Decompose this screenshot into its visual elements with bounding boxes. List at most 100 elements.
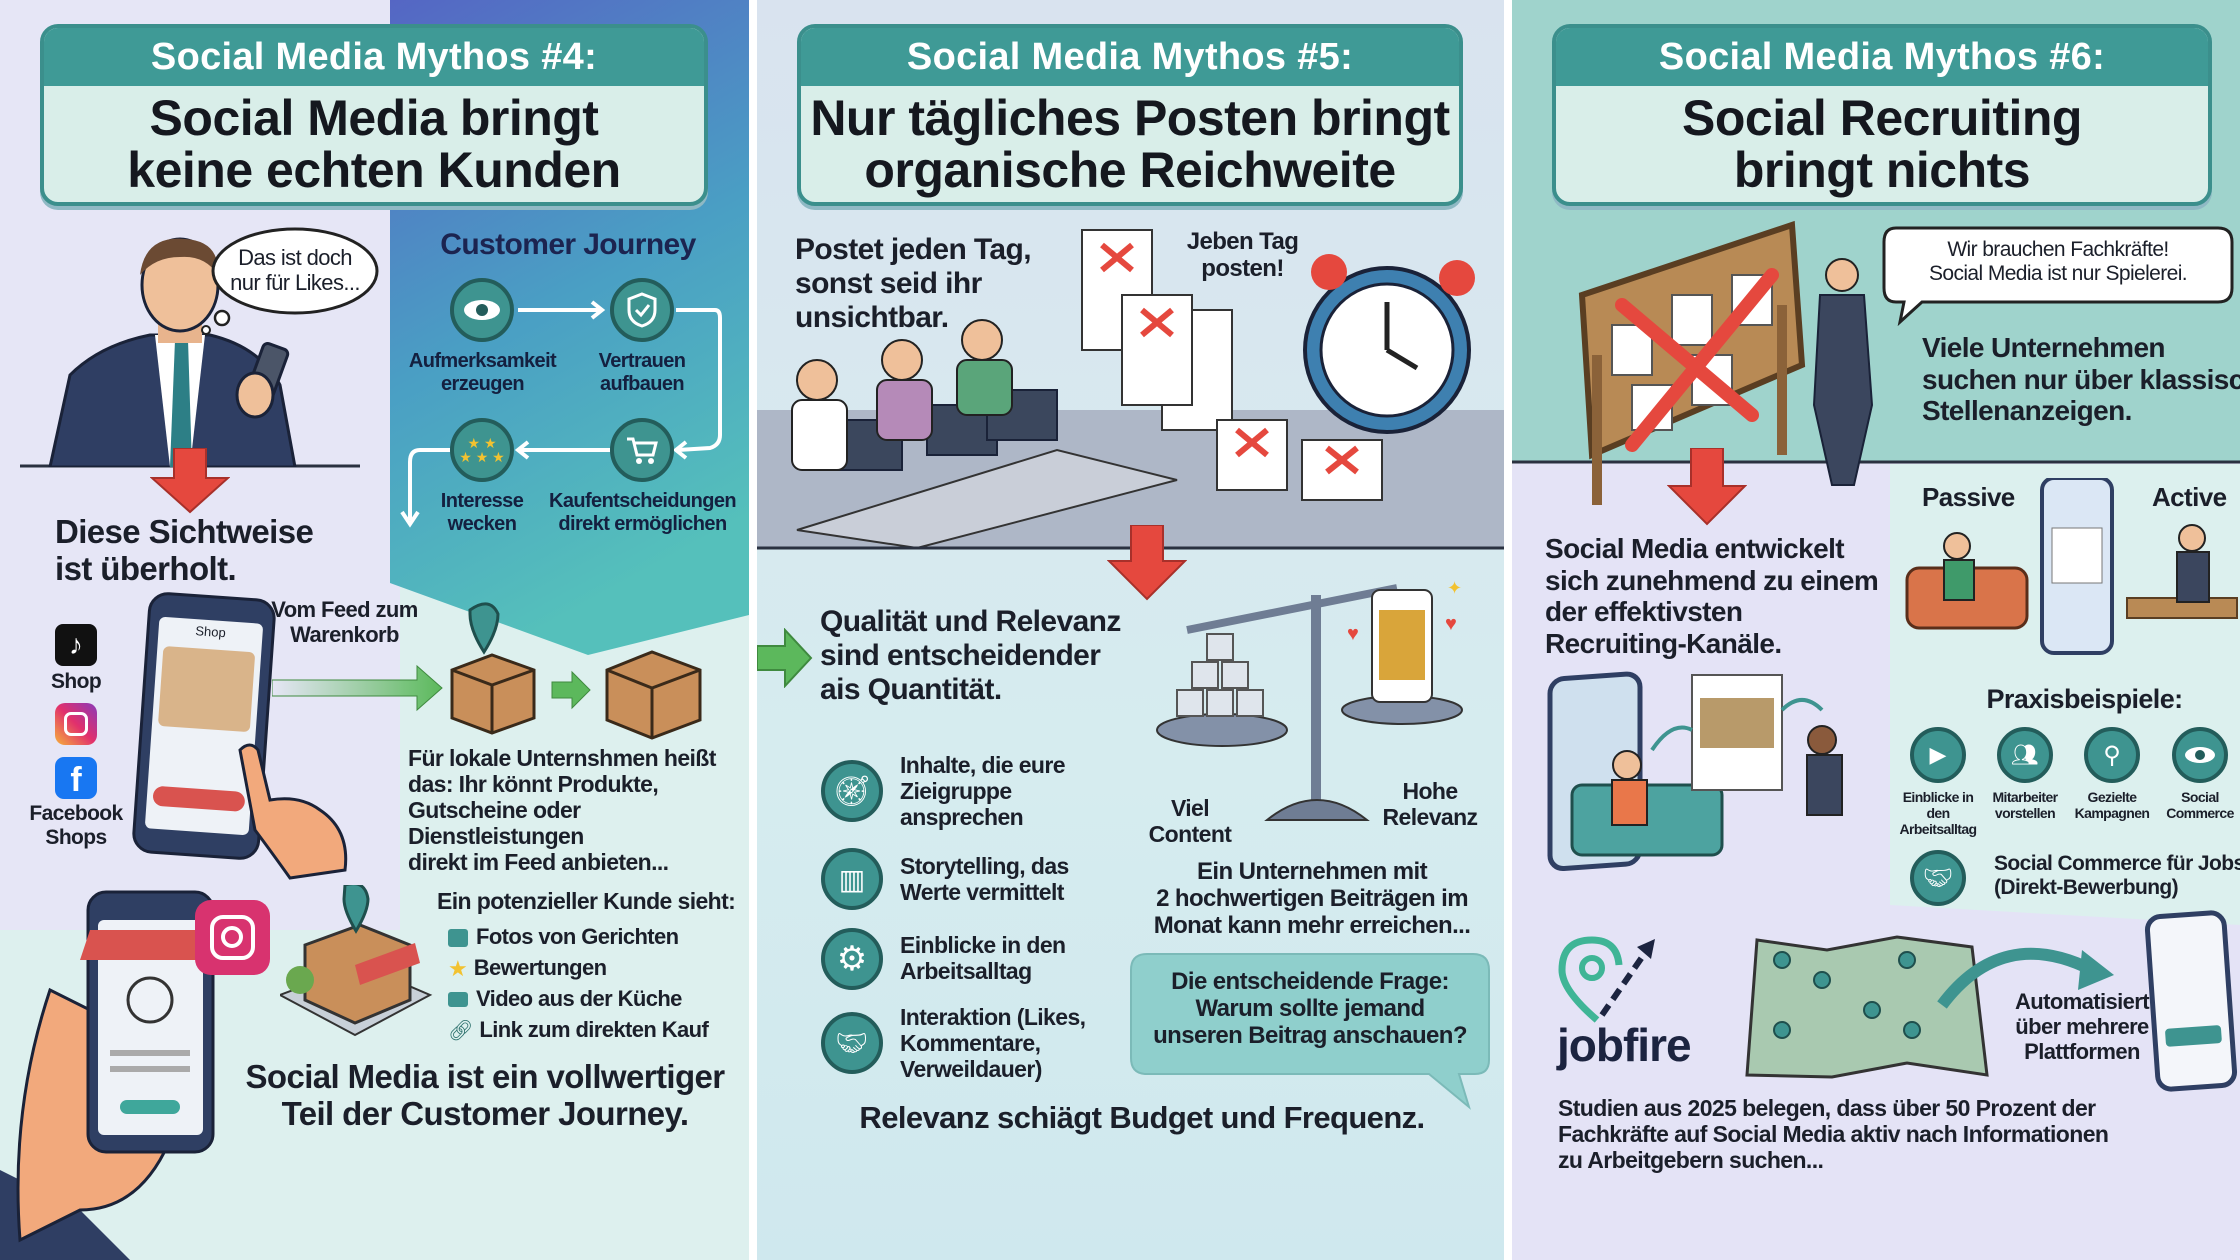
- svg-text:✦: ✦: [1447, 578, 1462, 598]
- panel-myth-5: Social Media Mythos #5: Nur tägliches Po…: [757, 0, 1504, 1260]
- myth-header: Social Media Mythos #4:: [44, 28, 704, 86]
- platform-label: Shop: [50, 670, 102, 693]
- jobfire-logo-mark: [1558, 936, 1655, 1023]
- instagram-icon: [55, 703, 97, 745]
- list-item-label: Video aus der Küche: [476, 986, 682, 1012]
- list-item-label: Fotos von Gerichten: [476, 924, 679, 950]
- compass-icon: 🧭︎: [821, 760, 883, 822]
- journey-step-label: Vertrauen aufbauen: [598, 350, 686, 395]
- down-arrow-icon: [150, 448, 230, 514]
- list-item: Video aus der Küche: [448, 984, 708, 1015]
- point-label: Einblicke in den Arbeitsalltag: [900, 932, 1066, 984]
- daily-posting-claim: Postet jeden Tag, sonst seid ihr unsicht…: [795, 233, 1032, 334]
- platform-label: Facebook Shops: [29, 802, 123, 849]
- star-icon: ★: [448, 955, 468, 981]
- journey-flow-arrows: [400, 300, 722, 528]
- customer-sees-list: Fotos von Gerichten ★Bewertungen Video a…: [448, 922, 709, 1046]
- cart-icon: [610, 418, 674, 482]
- title-box: Social Media Mythos #4: Social Media bri…: [40, 24, 708, 206]
- list-item: 🔗︎Link zum direkten Kauf: [448, 1015, 709, 1046]
- journey-step-label: Aufmerksamkeit erzeugen: [408, 350, 557, 395]
- example-label: Einblicke in den Arbeitsalltag: [1899, 789, 1978, 837]
- examples-title: Praxisbeispiele:: [1986, 684, 2183, 714]
- example-label: Social Commerce: [2166, 789, 2234, 821]
- link-icon: 🔗︎: [448, 1020, 474, 1042]
- speech-bubble-text: Wir brauchen Fachkräfte! Social Media is…: [1928, 238, 2188, 285]
- title-box: Social Media Mythos #5: Nur tägliches Po…: [797, 24, 1463, 206]
- myth-title: Social Recruiting bringt nichts: [1682, 90, 2082, 198]
- local-store-illustration: [280, 885, 433, 1037]
- point-label: Storytelling, das Werte vermittelt: [900, 853, 1069, 905]
- list-item-label: Bewertungen: [473, 955, 607, 981]
- title-box: Social Media Mythos #6: Social Recruitin…: [1552, 24, 2212, 206]
- eye-icon: [2172, 727, 2228, 783]
- jobfire-logo-text: jobfire: [1557, 1019, 1692, 1071]
- calendar-stack-icon: [1081, 229, 1383, 501]
- handshake-chat-icon: 🤝︎: [821, 1012, 883, 1074]
- play-video-icon: ▶: [1910, 727, 1966, 783]
- trend-text: Social Media entwickelt sich zunehmend z…: [1545, 533, 1879, 659]
- photo-icon: [448, 928, 468, 947]
- thought-bubble-text: Das ist doch nur für Likes...: [230, 245, 360, 295]
- package-box-icon: [450, 653, 536, 735]
- closing-statement: Social Media ist ein vollwertiger Teil d…: [245, 1058, 725, 1133]
- quality-thesis: Qualität und Relevanz sind entscheidende…: [820, 605, 1121, 706]
- passive-label: Passive: [1922, 482, 2015, 512]
- list-item: Fotos von Gerichten: [448, 922, 708, 953]
- myth-header: Social Media Mythos #5:: [801, 28, 1459, 86]
- eye-icon: [450, 278, 514, 342]
- passive-active-candidate-illustration: [1905, 478, 2238, 655]
- balance-scale-illustration: ♥ ♥ ✦: [1156, 578, 1463, 821]
- location-pin-icon: ⚲: [2084, 727, 2140, 783]
- journey-title: Customer Journey: [440, 228, 696, 261]
- shield-check-icon: [610, 278, 674, 342]
- conclusion-text: Diese Sichtweise ist überholt.: [55, 513, 314, 588]
- handshake-icon: 🤝︎: [1910, 850, 1966, 906]
- social-commerce-text: Social Commerce für Jobs (Direkt-Bewerbu…: [1994, 852, 2240, 899]
- book-icon: ▥: [821, 848, 883, 910]
- alarm-clock-icon: [1303, 254, 1475, 434]
- down-arrow-icon: [1667, 448, 1747, 526]
- phone-screen-title: Shop: [194, 623, 227, 641]
- stars-icon: ★ ★★ ★ ★: [450, 418, 514, 482]
- customer-sees-title: Ein potenzieller Kunde sieht:: [437, 888, 736, 914]
- journey-step-label: Kaufentscheidungen direkt ermöglichen: [549, 490, 737, 535]
- candidate-recruiter-illustration: [1547, 671, 1843, 872]
- package-box-icon: [605, 650, 702, 740]
- svg-text:♥: ♥: [1445, 613, 1457, 635]
- study-text: Studien aus 2025 belegen, dass über 50 P…: [1558, 1095, 2109, 1173]
- right-arrow-icon: [757, 628, 813, 688]
- down-arrow-icon: [1107, 525, 1187, 601]
- facebook-icon: f: [55, 757, 97, 799]
- crossed-job-board-with-manager-illustration: [1578, 220, 1874, 505]
- panel-myth-4: Social Media Mythos #4: Social Media bri…: [0, 0, 749, 1260]
- example-label: Mitarbeiter vorstellen: [1992, 789, 2059, 821]
- myth-title: Social Media bringt keine echten Kunden: [127, 90, 621, 198]
- speech-bubble-shape: [1882, 226, 2234, 326]
- hand-holding-restaurant-phone-illustration: [0, 890, 270, 1260]
- scale-label-left: Viel Content: [1148, 795, 1232, 847]
- video-camera-icon: [448, 992, 468, 1007]
- question-callout-shape: [1130, 953, 1490, 1110]
- list-item-label: Link zum direkten Kauf: [479, 1017, 709, 1043]
- gear-icon: ⚙: [821, 928, 883, 990]
- panel-myth-6: Social Media Mythos #6: Social Recruitin…: [1512, 0, 2240, 1260]
- stressed-team-calendars-clock-illustration: [757, 229, 1504, 550]
- myth-title: Nur tägliches Posten bringt organische R…: [810, 90, 1450, 198]
- automation-text: Automatisiert über mehrere Plattformen: [2015, 989, 2150, 1064]
- thought-bubble-shape: [201, 227, 379, 335]
- map-with-pins-illustration: [1745, 935, 2114, 1079]
- active-label: Active: [2152, 482, 2227, 512]
- svg-text:♥: ♥: [1347, 623, 1359, 645]
- example-label: Gezielte Kampagnen: [2074, 789, 2150, 821]
- calendar-label: Jeben Tag posten!: [1186, 228, 1299, 283]
- key-question: Die entscheidende Frage: Warum sollte je…: [1153, 968, 1467, 1050]
- status-quo-text: Viele Unternehmen suchen nur über klassi…: [1922, 332, 2240, 427]
- feed-to-cart-label: Vom Feed zum Warenkorb: [271, 597, 418, 647]
- example-text: Ein Unternehmen mit 2 hochwertigen Beitr…: [1153, 858, 1471, 940]
- feed-to-cart-flow: [272, 602, 702, 740]
- tiktok-icon: ♪: [55, 624, 97, 666]
- local-business-text: Für lokale Unternshmen heißt das: Ihr kö…: [408, 745, 716, 875]
- list-item: ★Bewertungen: [448, 953, 708, 984]
- scale-label-right: Hohe Relevanz: [1382, 778, 1479, 830]
